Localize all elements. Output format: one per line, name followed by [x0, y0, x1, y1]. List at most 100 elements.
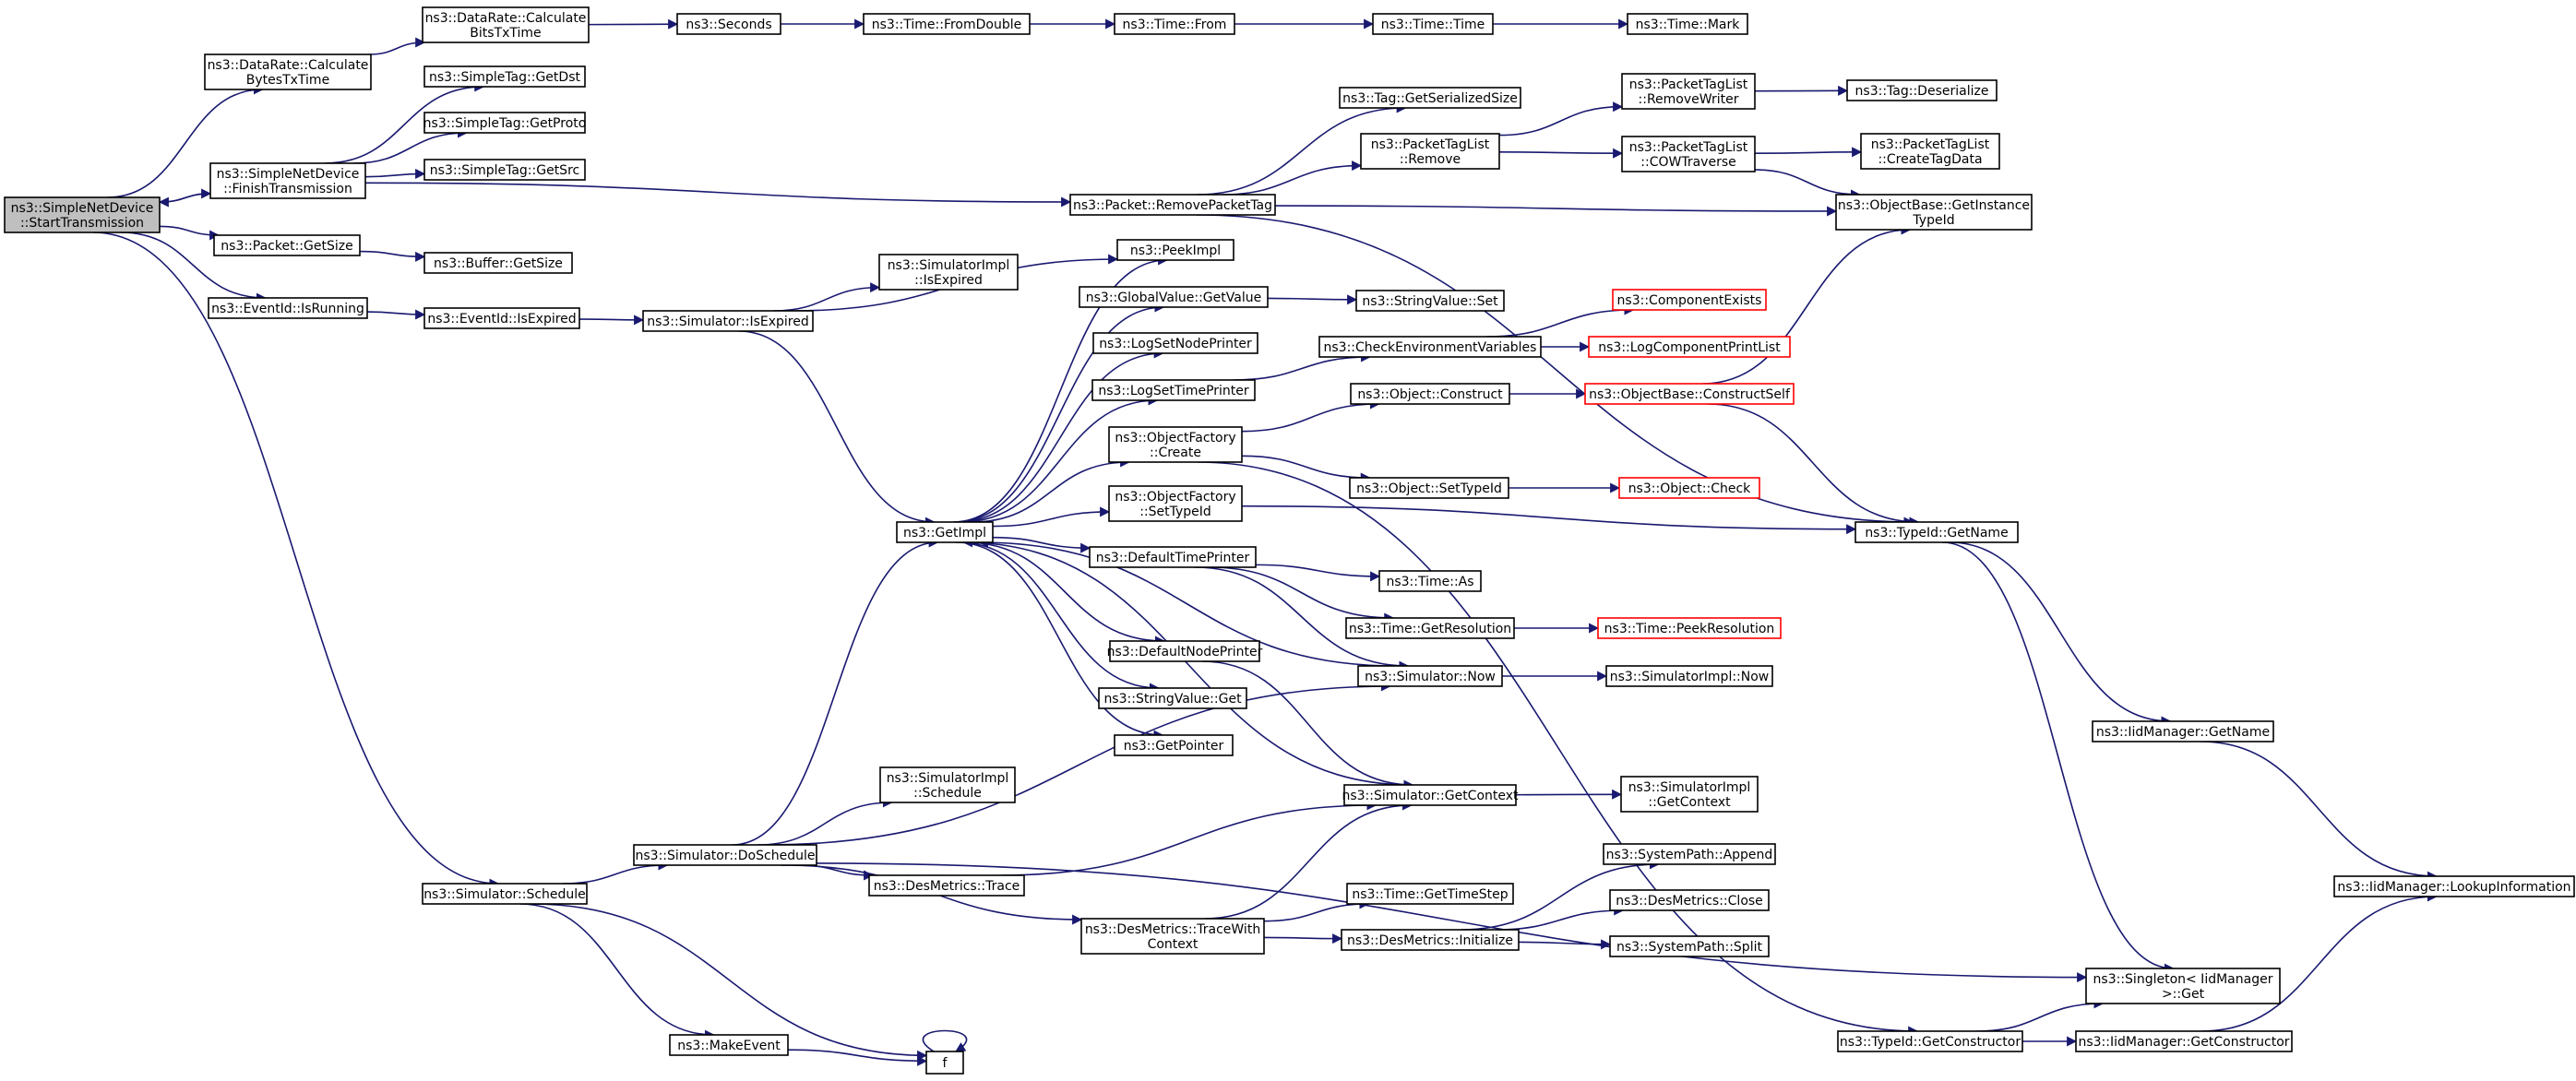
- node-ns3-simplenetdevice-starttransmission[interactable]: ns3::SimpleNetDevice::StartTransmission: [4, 196, 161, 233]
- node-box: [1108, 426, 1243, 463]
- node-ns3-simplenetdevice-finishtransmission[interactable]: ns3::SimpleNetDevice::FinishTransmission: [209, 162, 366, 199]
- node-ns3-simulator-now[interactable]: ns3::Simulator::Now: [1357, 665, 1503, 687]
- node-ns3-simpletag-getsrc[interactable]: ns3::SimpleTag::GetSrc: [423, 159, 586, 181]
- node-ns3-iidmanager-lookupinformation[interactable]: ns3::IidManager::LookupInformation: [2333, 875, 2575, 897]
- edge-n21-to-n34: [757, 797, 893, 846]
- node-ns3-time-time[interactable]: ns3::Time::Time: [1372, 13, 1494, 35]
- node-ns3-time-getresolution[interactable]: ns3::Time::GetResolution: [1345, 617, 1515, 639]
- node-ns3-seconds[interactable]: ns3::Seconds: [676, 13, 781, 35]
- node-label: ns3::SimulatorImpl: [888, 258, 1010, 273]
- node-ns3-simulator-getcontext[interactable]: ns3::Simulator::GetContext: [1342, 784, 1519, 806]
- node-box: [1345, 617, 1515, 639]
- node-ns3-desmetrics-close[interactable]: ns3::DesMetrics::Close: [1609, 889, 1770, 911]
- node-ns3-iidmanager-getname[interactable]: ns3::IidManager::GetName: [2092, 720, 2274, 742]
- node-ns3-object-construct[interactable]: ns3::Object::Construct: [1350, 383, 1510, 405]
- node-ns3-defaulttimeprinter[interactable]: ns3::DefaultTimePrinter: [1089, 546, 1257, 568]
- edge-n30-to-n43: [1255, 564, 1381, 582]
- edge-n21-to-n35: [798, 864, 875, 881]
- node-box: [1089, 546, 1257, 568]
- node-ns3-simulator-isexpired[interactable]: ns3::Simulator::IsExpired: [642, 310, 814, 332]
- node-ns3-logsettimeprinter[interactable]: ns3::LogSetTimePrinter: [1091, 379, 1256, 401]
- node-ns3-simpletag-getproto[interactable]: ns3::SimpleTag::GetProto: [423, 112, 587, 134]
- node-ns3-defaultnodeprinter[interactable]: ns3::DefaultNodePrinter: [1107, 640, 1263, 662]
- node-ns3-makeevent[interactable]: ns3::MakeEvent: [669, 1034, 789, 1056]
- node-ns3-singleton-iidmanager-get[interactable]: ns3::Singleton< IidManager >::Get: [2085, 968, 2281, 1004]
- edge-n36-to-n48: [1263, 933, 1343, 944]
- node-label: BitsTxTime: [470, 26, 541, 41]
- node-ns3-simulator-doschedule[interactable]: ns3::Simulator::DoSchedule: [633, 844, 817, 866]
- node-label: ns3::Time::FromDouble: [872, 18, 1022, 32]
- node-label: ns3::SimulatorImpl::Now: [1610, 670, 1770, 684]
- node-ns3-objectfactory-settypeid[interactable]: ns3::ObjectFactory::SetTypeId: [1108, 485, 1243, 522]
- node-ns3-object-settypeid[interactable]: ns3::Object::SetTypeId: [1349, 477, 1509, 499]
- node-ns3-checkenvironmentvariables[interactable]: ns3::CheckEnvironmentVariables: [1318, 336, 1542, 358]
- node-ns3-typeid-getname[interactable]: ns3::TypeId::GetName: [1854, 521, 2019, 543]
- node-ns3-desmetrics-trace[interactable]: ns3::DesMetrics::Trace: [868, 874, 1025, 897]
- node-ns3-simpletag-getdst[interactable]: ns3::SimpleTag::GetDst: [423, 65, 586, 88]
- node-box: [879, 766, 1016, 803]
- node-ns3-simulator-schedule[interactable]: ns3::Simulator::Schedule: [422, 883, 588, 905]
- node-ns3-time-from[interactable]: ns3::Time::From: [1114, 13, 1235, 35]
- node-ns3-stringvalue-set[interactable]: ns3::StringValue::Set: [1355, 290, 1505, 312]
- node-ns3-eventid-isexpired[interactable]: ns3::EventId::IsExpired: [423, 307, 580, 329]
- node-ns3-packet-removepackettag[interactable]: ns3::Packet::RemovePacketTag: [1069, 194, 1276, 216]
- node-ns3-peekimpl[interactable]: ns3::PeekImpl: [1116, 239, 1234, 261]
- node-ns3-simulatorimpl-isexpired[interactable]: ns3::SimulatorImpl::IsExpired: [878, 254, 1019, 291]
- edge-n18-to-n20: [738, 330, 936, 528]
- node-label: ns3::PacketTagList: [1629, 140, 1748, 155]
- node-ns3-buffer-getsize[interactable]: ns3::Buffer::GetSize: [423, 252, 573, 274]
- node-ns3-simulatorimpl-schedule[interactable]: ns3::SimulatorImpl::Schedule: [879, 766, 1016, 803]
- node-ns3-globalvalue-getvalue[interactable]: ns3::GlobalValue::GetValue: [1079, 286, 1269, 308]
- node-label: ns3::Time::PeekResolution: [1604, 622, 1775, 636]
- node-ns3-packettaglist-remove[interactable]: ns3::PacketTagList::Remove: [1360, 133, 1500, 170]
- node-ns3-time-peekresolution[interactable]: ns3::Time::PeekResolution: [1597, 617, 1782, 639]
- node-ns3-logcomponentprintlist[interactable]: ns3::LogComponentPrintList: [1588, 336, 1791, 358]
- node-ns3-time-mark[interactable]: ns3::Time::Mark: [1627, 13, 1748, 35]
- node-ns3-time-as[interactable]: ns3::Time::As: [1378, 570, 1482, 592]
- node-label: ns3::Object::Check: [1628, 481, 1751, 496]
- node-label: ::GetContext: [1648, 795, 1731, 810]
- node-ns3-simulatorimpl-getcontext[interactable]: ns3::SimulatorImpl::GetContext: [1620, 776, 1759, 813]
- node-ns3-time-fromdouble[interactable]: ns3::Time::FromDouble: [863, 13, 1031, 35]
- node-ns3-logsetnodeprinter[interactable]: ns3::LogSetNodePrinter: [1092, 332, 1258, 354]
- edge-n11-to-n18: [578, 315, 645, 326]
- node-ns3-componentexists[interactable]: ns3::ComponentExists: [1612, 289, 1767, 311]
- node-box: [2333, 875, 2575, 897]
- node-ns3-time-gettimestep[interactable]: ns3::Time::GetTimeStep: [1346, 883, 1514, 905]
- node-ns3-iidmanager-getconstructor[interactable]: ns3::IidManager::GetConstructor: [2075, 1030, 2293, 1052]
- node-ns3-objectfactory-create[interactable]: ns3::ObjectFactory::Create: [1108, 426, 1243, 463]
- node-f[interactable]: f: [925, 1051, 964, 1075]
- edge-n2-to-n17: [364, 182, 1072, 208]
- node-ns3-getpointer[interactable]: ns3::GetPointer: [1114, 734, 1234, 756]
- node-label: ns3::IidManager::LookupInformation: [2337, 880, 2570, 895]
- node-ns3-tag-getserializedsize[interactable]: ns3::Tag::GetSerializedSize: [1339, 87, 1521, 109]
- node-ns3-objectbase-constructself[interactable]: ns3::ObjectBase::ConstructSelf: [1584, 383, 1795, 405]
- node-ns3-systempath-split[interactable]: ns3::SystemPath::Split: [1609, 935, 1770, 957]
- node-ns3-getimpl[interactable]: ns3::GetImpl: [896, 521, 994, 543]
- node-ns3-packettaglist-cowtraverse[interactable]: ns3::PacketTagList::COWTraverse: [1621, 136, 1756, 172]
- node-label: ns3::Object::Construct: [1357, 387, 1503, 402]
- edge-n20-to-n28: [971, 457, 1131, 523]
- node-ns3-packettaglist-removewriter[interactable]: ns3::PacketTagList::RemoveWriter: [1621, 73, 1756, 110]
- node-ns3-stringvalue-get[interactable]: ns3::StringValue::Get: [1098, 687, 1247, 709]
- node-ns3-systempath-append[interactable]: ns3::SystemPath::Append: [1603, 843, 1776, 865]
- node-box: [1116, 239, 1234, 261]
- node-box: [1854, 521, 2019, 543]
- edge-n53-to-n65: [1707, 403, 1920, 528]
- node-ns3-desmetrics-initialize[interactable]: ns3::DesMetrics::Initialize: [1341, 929, 1520, 951]
- node-ns3-typeid-getconstructor[interactable]: ns3::TypeId::GetConstructor: [1837, 1030, 2023, 1052]
- node-ns3-object-check[interactable]: ns3::Object::Check: [1618, 477, 1760, 499]
- node-ns3-simulatorimpl-now[interactable]: ns3::SimulatorImpl::Now: [1605, 665, 1773, 687]
- node-label: ns3::Time::Mark: [1636, 18, 1741, 32]
- node-ns3-packet-getsize[interactable]: ns3::Packet::GetSize: [213, 234, 361, 256]
- edge-n0-to-n4: [120, 232, 267, 303]
- node-box: [1069, 194, 1276, 216]
- node-box: [1620, 776, 1759, 813]
- node-ns3-tag-deserialize[interactable]: ns3::Tag::Deserialize: [1846, 79, 1998, 101]
- node-ns3-packettaglist-createtagdata[interactable]: ns3::PacketTagList::CreateTagData: [1860, 133, 2000, 170]
- node-ns3-eventid-isrunning[interactable]: ns3::EventId::IsRunning: [208, 297, 368, 319]
